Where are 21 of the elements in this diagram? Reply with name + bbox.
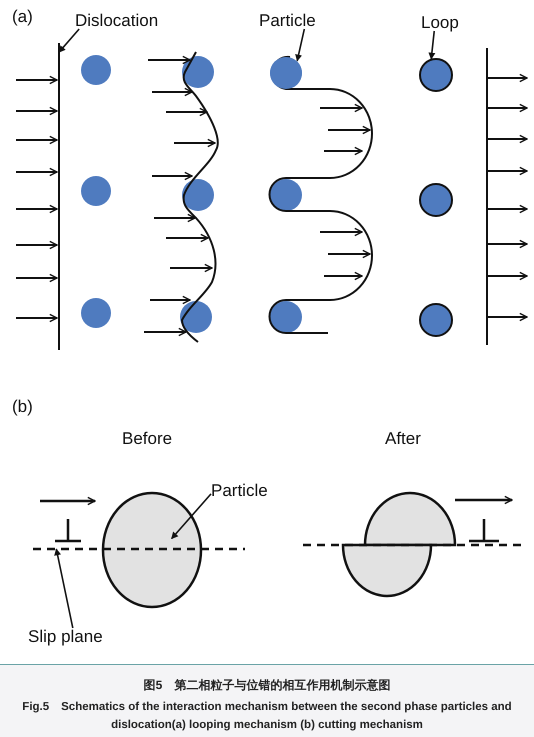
leader-line xyxy=(58,28,80,53)
callout-label: Particle xyxy=(259,12,316,29)
leader-line xyxy=(54,548,74,628)
leader-line xyxy=(428,30,436,60)
panel-label: (a) xyxy=(12,8,33,25)
leader-line xyxy=(171,493,212,540)
callout-label: Particle xyxy=(211,482,268,499)
slip-plane-line xyxy=(33,548,245,550)
callout-label: Slip plane xyxy=(28,628,103,645)
panel-label: (b) xyxy=(12,398,33,415)
figure-caption: Fig.5 Schematics of the interaction mechanism between the second phase particles and dislocation(a) looping mechanism (b) cutting mechanism xyxy=(21,700,513,733)
callout-label: Loop xyxy=(421,14,459,31)
particle-circle xyxy=(419,58,453,92)
particle-ellipse xyxy=(102,492,202,608)
leader-line xyxy=(295,28,306,62)
particle-circle xyxy=(270,57,302,89)
callout-label: Dislocation xyxy=(75,12,158,29)
stage-label: Before xyxy=(122,430,172,447)
figure-title: 图5 第二相粒子与位错的相互作用机制示意图 xyxy=(142,677,392,694)
stage-label: After xyxy=(385,430,421,447)
dislocation-line xyxy=(58,43,60,350)
